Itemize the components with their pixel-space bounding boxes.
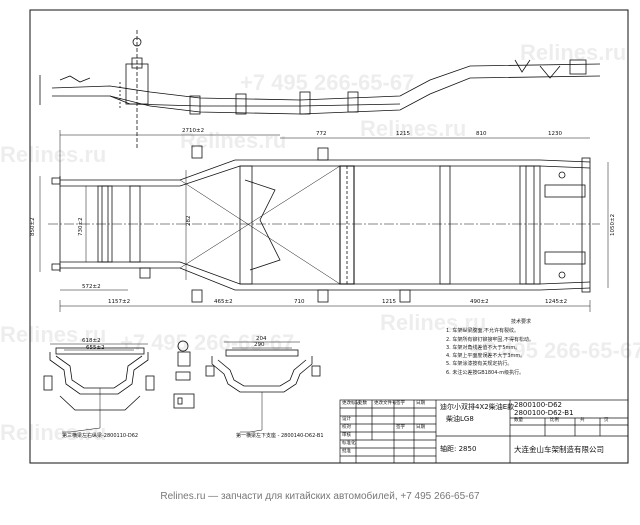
- tech-note-line: 2. 车架所有铆钉铆接牢固,不得有松动。: [446, 336, 534, 343]
- dim-front-width: 850±2: [30, 217, 36, 236]
- small-label-page: 页: [604, 418, 609, 423]
- watermark: Relines.ru: [0, 142, 107, 167]
- rear-crossmember: [581, 157, 591, 293]
- dim-side-h: 282: [186, 216, 192, 227]
- role-label: 标准化: [342, 441, 356, 446]
- dim-bot-1: 572±2: [82, 284, 101, 290]
- right-rail: [60, 267, 591, 291]
- dim-det-l1: 618±2: [82, 338, 101, 344]
- wheelbase-label: 轴距: 2850: [440, 445, 477, 453]
- dim-top-a: 2710±2: [182, 128, 204, 134]
- part-number-2: 2800100-D62-B1: [514, 409, 574, 417]
- vehicle-name: 迪尔小双排4X2柴油E款: [440, 403, 515, 411]
- tech-note-line: 5. 车架涂漆按有关规定执行。: [446, 361, 513, 368]
- tech-note-line: 1. 车架纵梁腹面,不允许有裂纹。: [446, 328, 519, 335]
- small-label-total: 共: [580, 418, 585, 423]
- dim-top-b: 772: [316, 131, 327, 137]
- watermark: Relines.ru: [520, 40, 627, 65]
- row-label: 日期: [416, 401, 425, 406]
- sheet-border: [29, 9, 629, 464]
- dim-det-r2: 290: [254, 342, 265, 348]
- dim-det-l2: 655±2: [86, 345, 105, 351]
- title-block: [339, 399, 629, 464]
- dim-bot-2: 1157±2: [108, 299, 130, 305]
- dim-bot-7: 1245±2: [545, 299, 567, 305]
- dim-rear-width: 1050±2: [610, 214, 616, 236]
- small-label-qty: 数量: [514, 418, 523, 423]
- detail-right: [205, 341, 321, 430]
- crossmember-6: [519, 165, 541, 285]
- footer-description: — запчасти для китайских автомобилей, +7…: [208, 491, 480, 502]
- dim-bot-3: 465±2: [214, 299, 233, 305]
- crossmember-3: [239, 165, 253, 285]
- part-number-1: 2800100-D62: [514, 401, 562, 409]
- tech-notes: 技术要求 1. 车架纵梁腹面,不允许有裂纹。 2. 车架所有铆钉铆接牢固,不得有…: [446, 318, 596, 377]
- company-name: 大连金山车架制造有限公司: [514, 445, 604, 454]
- tech-note-line: 3. 车架对角线差值不大于5mm。: [446, 344, 521, 351]
- crossmember-5: [439, 165, 451, 285]
- dim-top-e: 1230: [548, 131, 562, 137]
- watermark: Relines.ru: [0, 420, 107, 445]
- callout-left-detail: 第三横梁左右纵梁-2800110-D62: [62, 433, 139, 439]
- plan-view: [48, 145, 600, 303]
- left-rail: [60, 159, 591, 181]
- dim-bot-4: 710: [294, 299, 305, 305]
- row-label: 签字: [396, 401, 405, 406]
- dim-left-width: 730±2: [78, 217, 84, 236]
- tech-note-line: 6. 未注公差按GB1804-m级执行。: [446, 369, 525, 376]
- footer-caption: Relines.ru — запчасти для китайских авто…: [0, 491, 640, 502]
- sign-label: 签字: [396, 425, 405, 430]
- detail-left: [43, 343, 155, 428]
- side-elevation: [39, 30, 601, 150]
- watermark: Relines.ru: [360, 116, 467, 141]
- watermark: +7 495 266-65-67: [240, 70, 415, 95]
- watermark: Relines.ru: [0, 322, 107, 347]
- watermark: Relines.ru: [380, 310, 487, 335]
- dim-bot-5: 1215: [382, 299, 396, 305]
- small-label-scale: 比例: [550, 418, 559, 423]
- dim-bot-6: 490±2: [470, 299, 489, 305]
- detail-bracket: [173, 340, 195, 409]
- footer-site-link[interactable]: Relines.ru: [160, 491, 206, 502]
- dim-top-d: 810: [476, 131, 487, 137]
- role-label: 设计: [342, 417, 351, 422]
- watermark: +7 495 266-65-67: [470, 338, 640, 363]
- tech-note-line: 4. 车架上平面度误差不大于3mm。: [446, 353, 526, 360]
- callout-right-detail: 第一横梁左下支座 - 2800140-D62-B1: [236, 433, 324, 439]
- dim-top-c: 1215: [396, 131, 410, 137]
- watermark: +7 495 266-65-67: [120, 330, 295, 355]
- role-label: 校对: [342, 425, 351, 430]
- engine-label: 柴油LG8: [446, 415, 474, 423]
- row-label: 处数: [358, 401, 367, 406]
- sign-label: 日期: [416, 425, 425, 430]
- role-label: 审核: [342, 433, 351, 438]
- role-label: 批准: [342, 449, 351, 454]
- watermark: Relines.ru: [180, 128, 287, 153]
- row-label: 更改文件号: [374, 401, 397, 406]
- tech-notes-title: 技术要求: [510, 319, 531, 325]
- dim-det-r1: 204: [256, 336, 267, 342]
- row-label: 更改标记: [342, 401, 360, 406]
- dimension-lines: [39, 130, 609, 312]
